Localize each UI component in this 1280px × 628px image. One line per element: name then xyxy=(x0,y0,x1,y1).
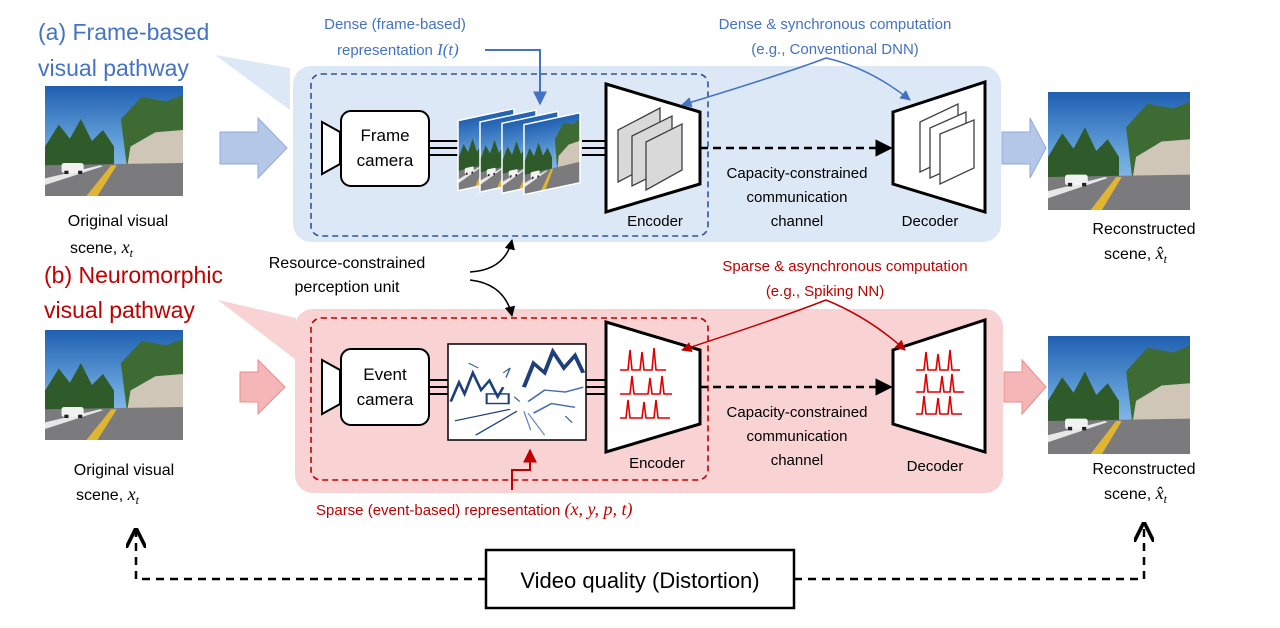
frame-encoder-label: Encoder xyxy=(627,213,683,230)
computation-pointer-b xyxy=(681,299,906,353)
perception-unit-line1: Resource-constrained xyxy=(269,255,426,272)
event-camera-label-line1: Event xyxy=(363,365,407,384)
neuromorphic-pathway-group xyxy=(45,299,1190,493)
encoder-spike-trains xyxy=(620,347,672,419)
neuromorphic-decoder-label: Decoder xyxy=(907,458,964,475)
representation-a-line2-group: representation I(t) xyxy=(337,40,459,59)
original-scene-image-b xyxy=(45,330,183,440)
output-arrow-b xyxy=(1003,358,1047,416)
original-caption-b-line2-group: scene, xt xyxy=(76,484,140,507)
representation-pointer-a xyxy=(485,49,547,106)
computation-b-line1: Sparse & asynchronous computation xyxy=(722,258,967,275)
quality-arrow-left xyxy=(136,530,486,581)
reconstructed-scene-image-a xyxy=(1048,92,1190,210)
frame-camera-body xyxy=(340,110,430,187)
callout-tail-b xyxy=(218,300,296,360)
frame-camera-label-line1: Frame xyxy=(360,126,409,145)
video-quality-label: Video quality (Distortion) xyxy=(520,568,759,593)
decoder-spike-trains xyxy=(916,349,964,415)
neuromorphic-channel-line1: Capacity-constrained xyxy=(727,404,868,421)
neuromorphic-decoder-shape xyxy=(891,317,987,455)
callout-tail-a xyxy=(215,55,290,110)
neuromorphic-channel-line3: channel xyxy=(771,452,824,469)
pathway-a-title-line1: (a) Frame-based xyxy=(38,19,209,45)
frame-stack xyxy=(457,107,581,196)
pathway-b-title-line1: (b) Neuromorphic xyxy=(44,262,223,288)
reconstructed-caption-a-line2-group: scene, x̂t xyxy=(1104,243,1168,266)
frame-camera-label-line2: camera xyxy=(357,151,414,170)
frame-pathway-group xyxy=(45,49,1190,242)
neuromorphic-perception-unit-box xyxy=(310,317,709,481)
perception-unit-line2: perception unit xyxy=(295,279,401,296)
event-camera-label-line2: camera xyxy=(357,390,414,409)
computation-b-line2: (e.g., Spiking NN) xyxy=(766,283,884,300)
frame-channel-line1: Capacity-constrained xyxy=(727,165,868,182)
reconstructed-caption-b-line2-group: scene, x̂t xyxy=(1104,483,1168,506)
event-camera-lens xyxy=(321,358,341,416)
representation-a-line1: Dense (frame-based) xyxy=(324,16,466,33)
original-scene-image-a xyxy=(45,86,183,196)
representation-pointer-b xyxy=(511,448,537,490)
computation-pointer-a xyxy=(680,57,911,108)
reconstructed-caption-b-line1: Reconstructed xyxy=(1092,461,1195,478)
frame-camera-lens xyxy=(321,120,341,176)
video-quality-box xyxy=(484,548,796,610)
frame-channel-line2: communication xyxy=(747,189,848,206)
output-arrow-a xyxy=(1001,117,1047,179)
frame-decoder-label: Decoder xyxy=(902,213,959,230)
reconstructed-scene-image-b xyxy=(1048,336,1190,454)
input-arrow-b xyxy=(239,358,286,416)
original-caption-b-line1: Original visual xyxy=(74,462,174,479)
event-camera-body xyxy=(340,348,430,426)
pathway-a-title-line2: visual pathway xyxy=(38,55,189,81)
computation-a-line1: Dense & synchronous computation xyxy=(719,16,952,33)
computation-a-line2: (e.g., Conventional DNN) xyxy=(751,41,919,58)
reconstructed-caption-a-line1: Reconstructed xyxy=(1092,221,1195,238)
input-arrow-a xyxy=(219,116,288,180)
original-caption-a-line1: Original visual xyxy=(68,213,168,230)
frame-channel-line3: channel xyxy=(771,213,824,230)
original-caption-a-line2-group: scene, xt xyxy=(70,237,134,260)
quality-arrow-right xyxy=(794,524,1144,581)
event-frame-image xyxy=(448,344,586,440)
neuromorphic-encoder-label: Encoder xyxy=(629,455,685,472)
neuromorphic-channel-line2: communication xyxy=(747,428,848,445)
pathway-b-title-line2: visual pathway xyxy=(44,297,195,323)
frame-perception-unit-box xyxy=(310,73,709,237)
representation-b-group: Sparse (event-based) representation (x, … xyxy=(316,499,632,520)
perception-unit-pointer-down xyxy=(469,279,516,318)
perception-unit-pointer-up xyxy=(469,238,515,273)
